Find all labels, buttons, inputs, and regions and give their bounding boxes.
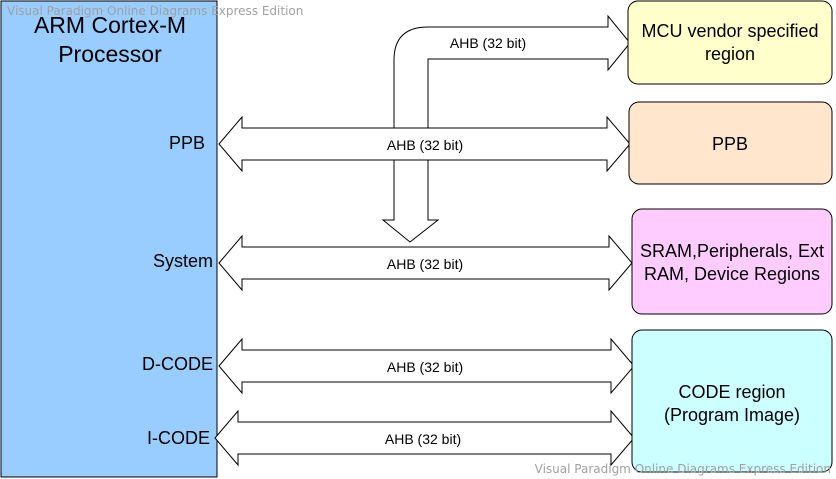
region-code: [631, 329, 833, 473]
region-ppb-label: PPB: [712, 134, 748, 154]
vendor-bus-label: AHB (32 bit): [450, 35, 526, 51]
watermark-top: Visual Paradigm Online Diagrams Express …: [7, 4, 304, 18]
port-label-dcode: D-CODE: [142, 354, 213, 374]
region-vendor-line1: MCU vendor specified: [641, 21, 818, 41]
region-system: [631, 208, 833, 315]
region-vendor: [627, 0, 833, 85]
region-vendor-line2: region: [705, 44, 755, 64]
region-code-line2: (Program Image): [664, 405, 800, 425]
region-system-line1: SRAM,Peripherals, Ext: [640, 241, 824, 261]
vendor-bus-arrow: [381, 14, 631, 243]
port-label-ppb: PPB: [169, 133, 205, 153]
processor-block: [0, 0, 218, 478]
system-bus-label: AHB (32 bit): [387, 256, 463, 272]
ppb-bus-label: AHB (32 bit): [387, 137, 463, 153]
region-system-line2: RAM, Device Regions: [644, 264, 820, 284]
watermark-bottom: Visual Paradigm Online Diagrams Express …: [534, 462, 831, 476]
processor-title-line1: ARM Cortex-M: [34, 12, 186, 38]
port-label-icode: I-CODE: [147, 428, 210, 448]
port-label-system: System: [153, 251, 213, 271]
region-ppb: [628, 101, 833, 185]
dcode-bus-label: AHB (32 bit): [387, 359, 463, 375]
processor-title-line2: Processor: [58, 41, 162, 67]
icode-bus-label: AHB (32 bit): [385, 431, 461, 447]
region-code-line1: CODE region: [678, 382, 785, 402]
